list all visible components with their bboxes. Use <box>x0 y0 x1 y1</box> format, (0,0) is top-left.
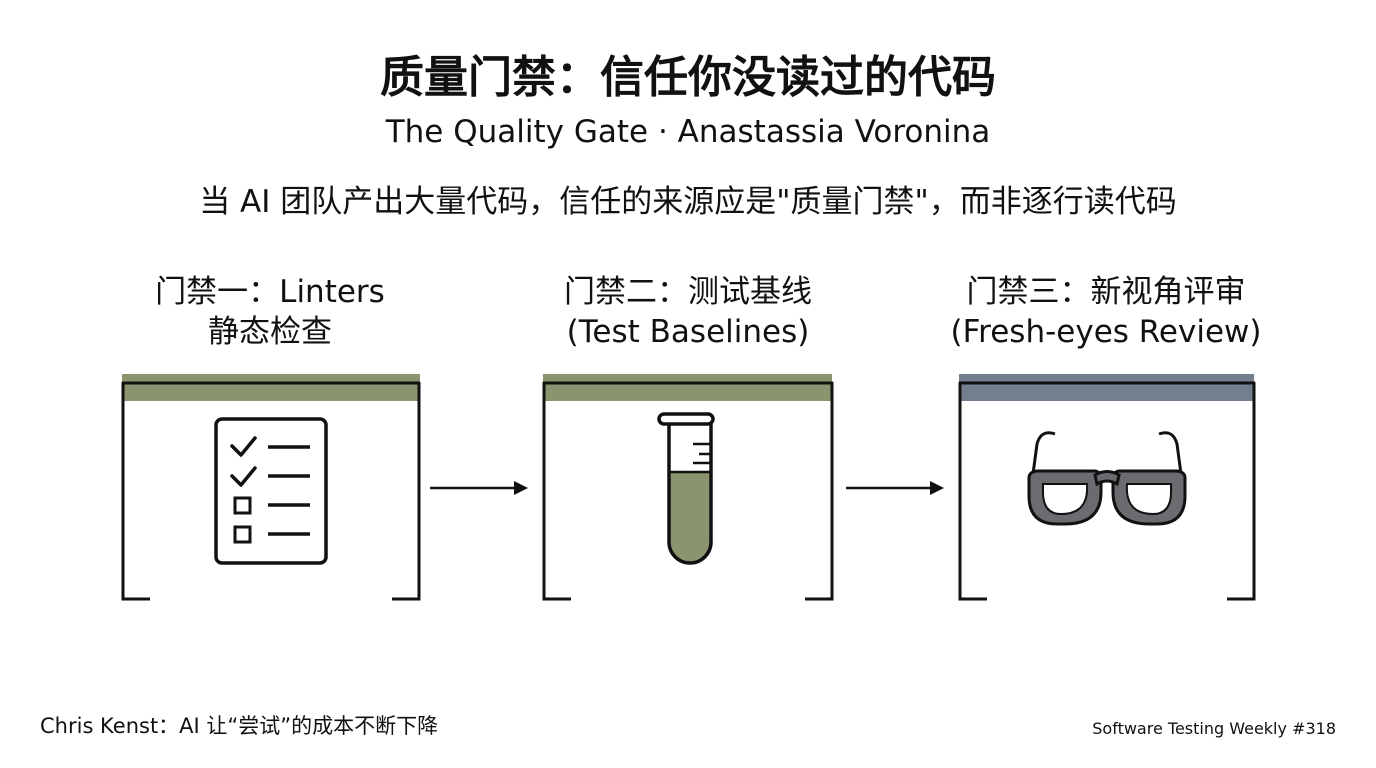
gate-1-top-bar <box>122 374 420 401</box>
gate-3-top-bar <box>959 374 1254 401</box>
checklist-icon <box>214 417 328 565</box>
gate-3-frame <box>957 374 1257 602</box>
gate-1-title-line2: 静态检查 <box>208 314 332 350</box>
footer-quote: Chris Kenst：AI 让“尝试”的成本不断下降 <box>40 714 439 738</box>
thesis-statement: 当 AI 团队产出大量代码，信任的来源应是"质量门禁"，而非逐行读代码 <box>199 184 1177 220</box>
gate-1-frame <box>120 374 422 602</box>
test-tube-liquid <box>669 472 711 563</box>
page-title: 质量门禁：信任你没读过的代码 <box>380 52 996 103</box>
gate-2-title: 门禁二：测试基线 (Test Baselines) <box>508 272 868 352</box>
gate-3-title-line2: (Fresh-eyes Review) <box>950 314 1262 350</box>
glasses-icon <box>1027 431 1187 526</box>
gate-2-title-line1: 门禁二：测试基线 <box>564 274 812 310</box>
gate-1-title: 门禁一：Linters 静态检查 <box>90 272 450 352</box>
gate-2-title-line2: (Test Baselines) <box>566 314 810 350</box>
gate-3-title-line1: 门禁三：新视角评审 <box>966 274 1246 310</box>
arrow-gate-1-to-2 <box>430 478 530 502</box>
footer-source: Software Testing Weekly #318 <box>1092 719 1336 738</box>
gate-3-title: 门禁三：新视角评审 (Fresh-eyes Review) <box>926 272 1286 352</box>
gate-2-top-bar <box>543 374 832 401</box>
test-tube-icon <box>657 412 715 565</box>
arrow-gate-2-to-3 <box>846 478 946 502</box>
gate-1-title-line1: 门禁一：Linters <box>155 274 385 310</box>
gate-2-frame <box>541 374 837 602</box>
page-subtitle: The Quality Gate · Anastassia Voronina <box>385 114 991 150</box>
